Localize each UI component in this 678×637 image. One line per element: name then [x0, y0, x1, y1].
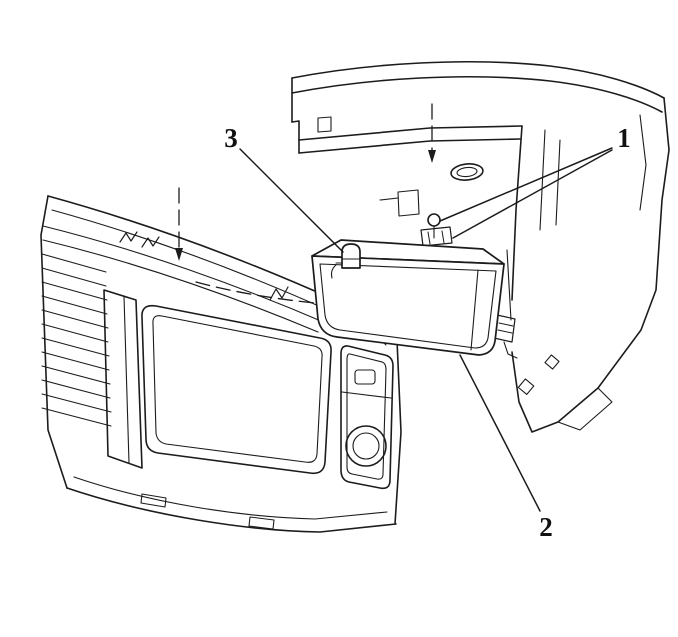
callout-labels: 1 2 3 [224, 123, 631, 542]
callout-2-label: 2 [539, 512, 553, 542]
break-marks [119, 231, 289, 301]
callout-1-label: 1 [617, 123, 631, 153]
callout-1-leader-a [439, 147, 613, 222]
headlamp-assembly [311, 239, 512, 356]
panel-oval-hole [450, 163, 484, 181]
grille-to-lamp-centerline [195, 281, 316, 304]
callout-2-leader [459, 354, 541, 512]
body-structure [291, 60, 670, 433]
callout-1-leader-b [452, 149, 613, 239]
parking-lamp [345, 425, 387, 467]
callout-3-label: 3 [224, 123, 238, 153]
centerlines [175, 103, 436, 304]
grille-corner-bezel [340, 345, 394, 490]
bulb-socket [330, 243, 361, 279]
grille-main-opening [141, 304, 332, 475]
headlamp-lens [311, 255, 505, 356]
grille-center-divider [103, 289, 143, 469]
grille-slats [41, 253, 112, 427]
bolt-centerline [428, 103, 436, 163]
mounting-bolt [420, 213, 453, 247]
grille-centerline [175, 187, 183, 261]
callout-3-leader [239, 148, 344, 253]
callout-leaders [239, 147, 613, 512]
